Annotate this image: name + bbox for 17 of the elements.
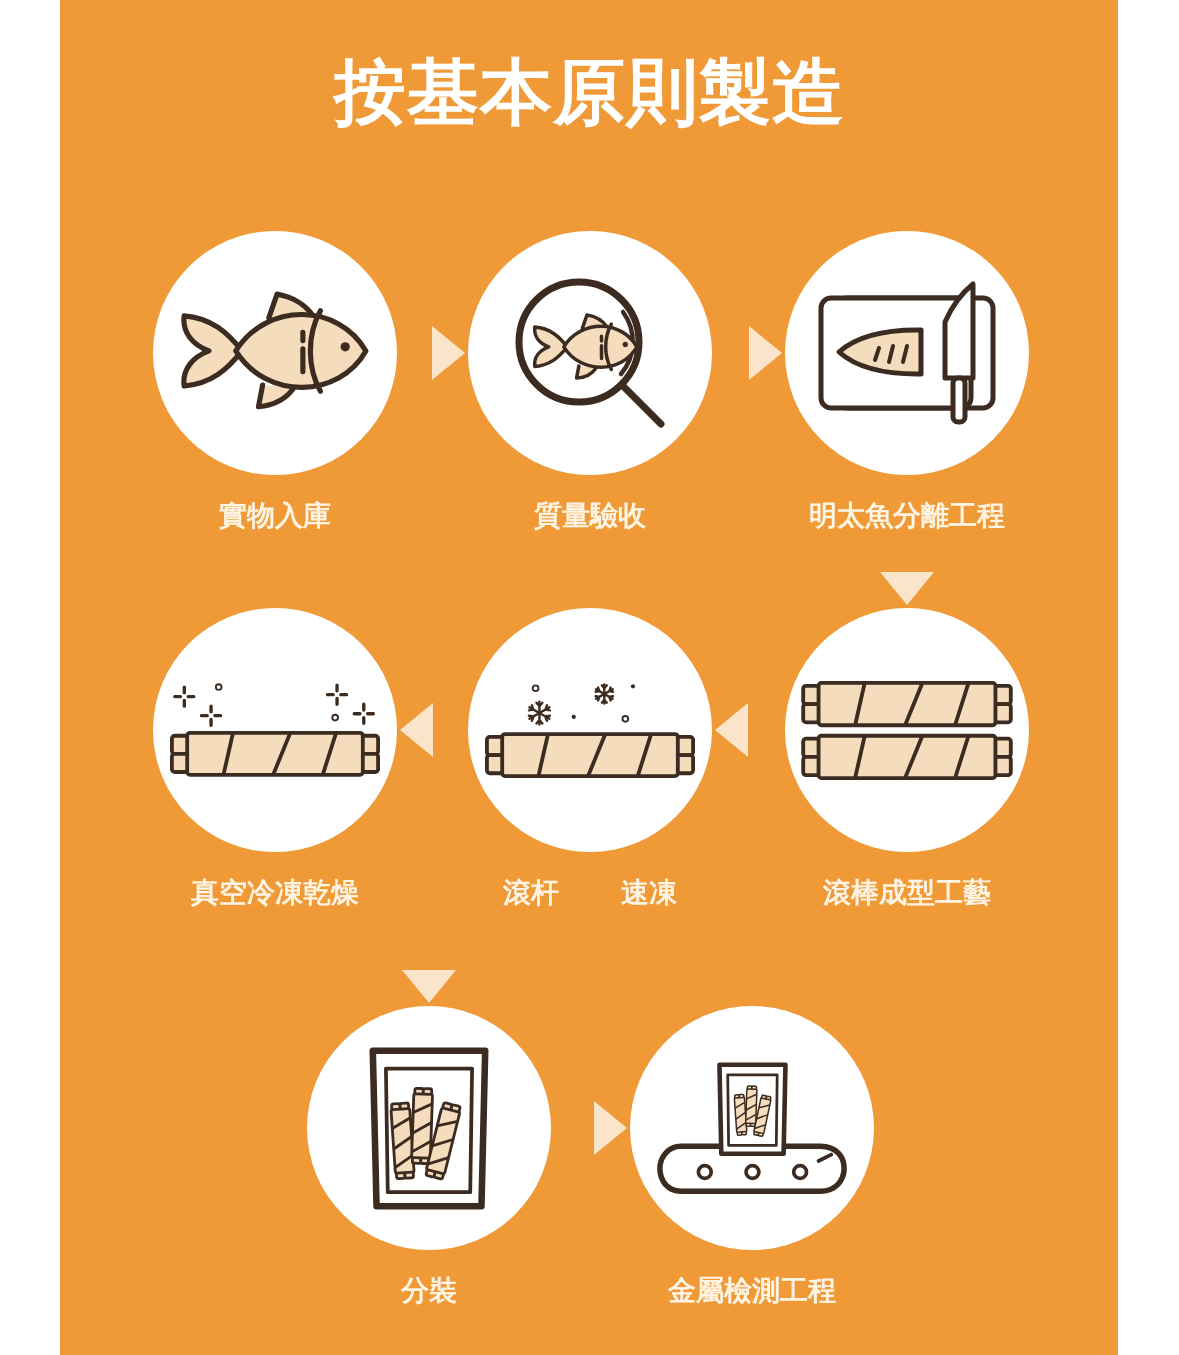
title: 按基本原則製造	[333, 51, 845, 134]
step-label: 真空冷凍乾燥	[191, 876, 359, 910]
process-step	[468, 608, 712, 910]
step-label: 質量驗收	[534, 499, 646, 533]
process-step	[307, 1006, 551, 1308]
process-step	[630, 1006, 874, 1308]
process-step	[153, 231, 397, 533]
step-label: 明太魚分離工程	[809, 499, 1005, 533]
process-step	[785, 608, 1029, 910]
process-step	[785, 231, 1029, 533]
process-step	[153, 608, 397, 910]
step-label: 金屬檢測工程	[668, 1274, 836, 1308]
step-label: 滾棒成型工藝	[823, 876, 991, 910]
step-label: 滾杆 速凍	[503, 876, 677, 910]
step-label: 分裝	[401, 1274, 457, 1308]
process-step	[468, 231, 712, 533]
step-label: 實物入庫	[219, 499, 331, 533]
